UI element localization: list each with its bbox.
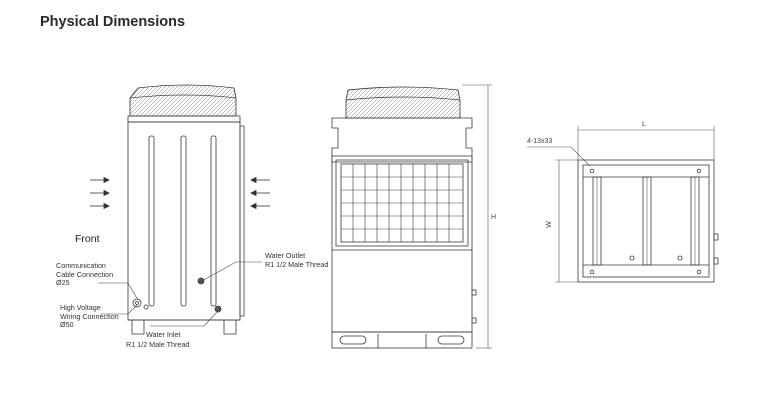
page-title: Physical Dimensions xyxy=(40,14,186,30)
inlet-label-line1: Water Inlet xyxy=(146,330,181,339)
height-dimension-line xyxy=(462,84,492,349)
hole-size-label: 4-13x33 xyxy=(527,138,553,145)
water-outlet-label: Water Outlet R1 1/2 Male Thread xyxy=(265,251,329,269)
comm-label-line3: Ø25 xyxy=(56,278,70,288)
hv-label-line1: High Voltage xyxy=(60,303,101,312)
outlet-label-line1: Water Outlet xyxy=(265,251,306,260)
width-dimension-label: W xyxy=(545,221,553,228)
front-callout-leaders xyxy=(98,261,262,327)
top-view-dimension-lines xyxy=(527,126,715,283)
front-view-unit xyxy=(127,84,245,335)
comm-label-line1: Communication xyxy=(56,261,106,270)
high-voltage-wiring-label: High Voltage Wiring Connection Ø50 xyxy=(60,303,119,330)
airflow-arrows xyxy=(90,176,270,210)
length-dimension-label: L xyxy=(642,121,646,128)
inlet-label-line2: R1 1/2 Male Thread xyxy=(126,340,190,349)
communication-cable-label: Communication Cable Connection Ø25 xyxy=(56,261,114,288)
hv-label-line3: Ø50 xyxy=(60,320,74,330)
water-inlet-label: Water Inlet xyxy=(146,330,181,340)
comm-label-line2: Cable Connection xyxy=(56,269,114,279)
hv-label-line2: Wiring Connection xyxy=(60,311,119,321)
top-view-unit xyxy=(577,159,719,283)
side-view-unit xyxy=(331,86,477,349)
height-dimension-label: H xyxy=(491,214,497,221)
outlet-label-line2: R1 1/2 Male Thread xyxy=(265,259,329,269)
front-view-label: Front xyxy=(75,233,100,245)
water-inlet-thread-label: R1 1/2 Male Thread xyxy=(126,340,190,350)
